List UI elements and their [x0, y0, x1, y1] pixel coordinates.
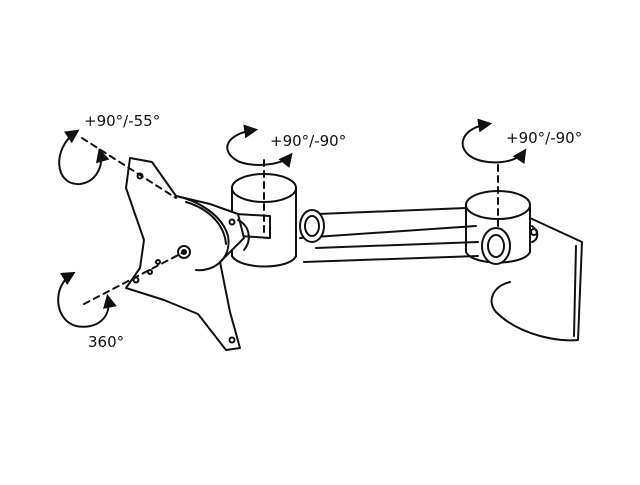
tilt-range-label: +90°/-55°: [84, 112, 161, 130]
rotation-range-label: 360°: [88, 333, 125, 351]
vesa-plate-icon: [125, 157, 250, 351]
head-swivel-cylinder: [231, 159, 297, 268]
arm-body: [299, 207, 511, 265]
base-swivel-range-label: +90°/-90°: [506, 129, 583, 147]
rotation-axes: [81, 137, 185, 305]
rotation-arrow-icon: [57, 118, 527, 328]
head-swivel-range-label: +90°/-90°: [270, 132, 347, 150]
